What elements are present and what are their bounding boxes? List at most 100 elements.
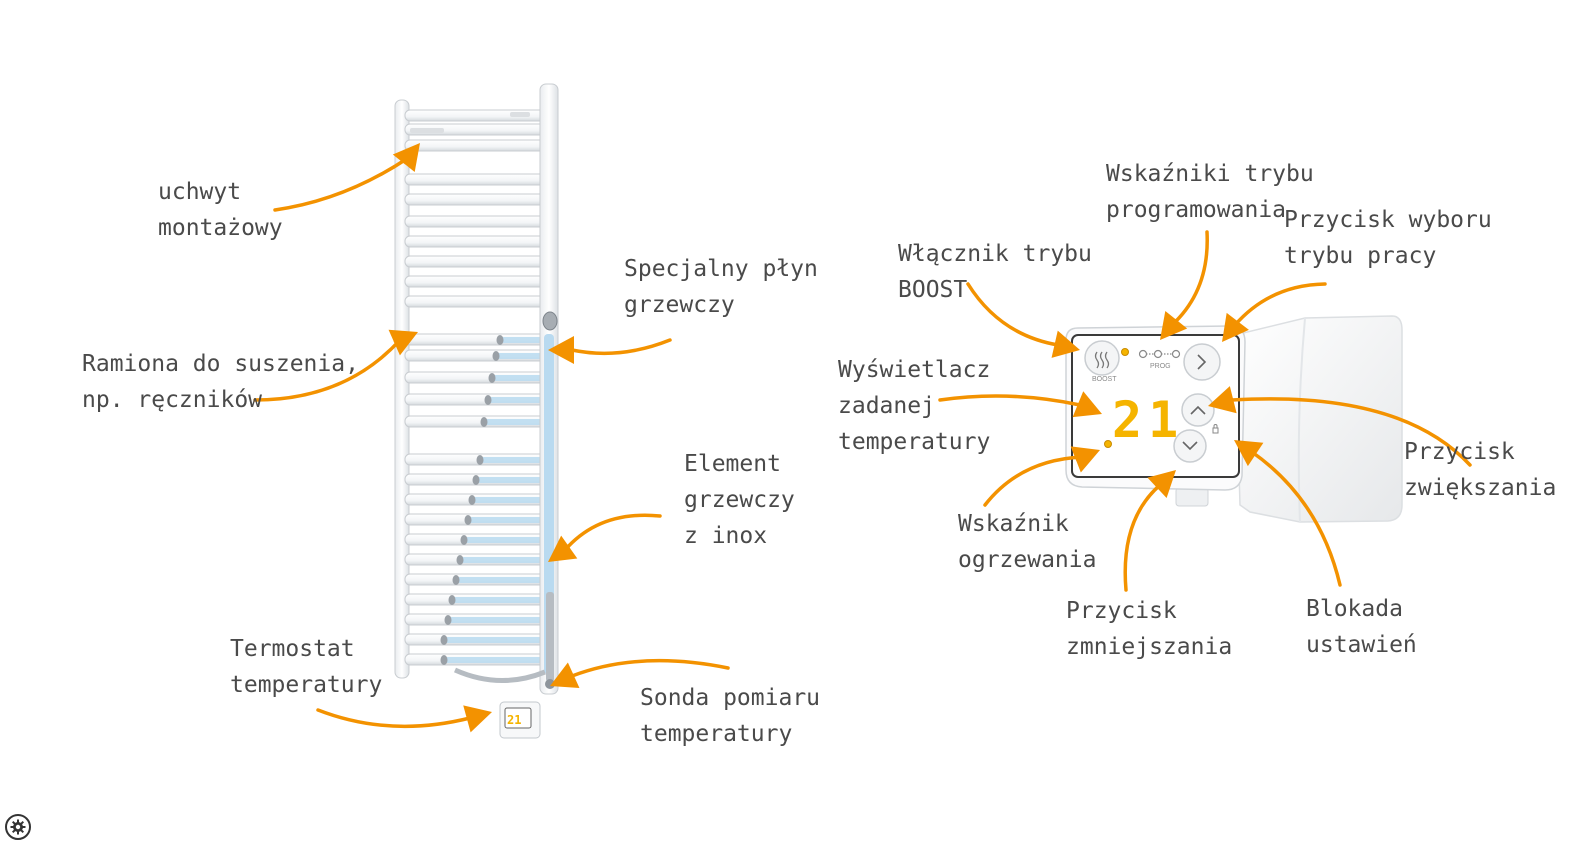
- increase-button[interactable]: [1181, 393, 1215, 427]
- label-decrease-button: Przycisk zmniejszania: [1066, 593, 1232, 665]
- heating-fluid-segment: [484, 419, 545, 425]
- heating-fluid-segment: [500, 337, 545, 343]
- arrow-head: [550, 662, 580, 688]
- label-line: grzewczy: [684, 487, 795, 513]
- heating-element-tip: [448, 595, 456, 605]
- heating-element-tip: [440, 655, 448, 665]
- arrow-mode-button: [1222, 282, 1327, 342]
- label-boost-switch: Włącznik trybu BOOST: [898, 236, 1092, 308]
- arrow-shaft: [983, 455, 1084, 507]
- label-line: grzewczy: [624, 292, 735, 318]
- heating-fluid-segment: [452, 597, 545, 603]
- label-line: z inox: [684, 523, 768, 549]
- arrow-shaft: [570, 338, 672, 356]
- heating-led: [1104, 440, 1112, 448]
- arrow-head: [1222, 312, 1249, 342]
- thermostat-device: BOOST PROG 21: [1065, 315, 1403, 523]
- mounting-bracket: [410, 128, 444, 133]
- radiator-bottom-pipe: [453, 667, 546, 683]
- heating-element-tip: [444, 615, 452, 625]
- label-line: Element: [684, 451, 781, 477]
- arrow-head: [548, 535, 578, 562]
- radiator-left-rail: [394, 99, 410, 679]
- arrow-shaft: [563, 513, 662, 552]
- label-line: Specjalny płyn: [624, 256, 818, 282]
- heat-waves-icon: [1094, 351, 1110, 369]
- label-line: montażowy: [158, 215, 283, 241]
- temperature-probe: [545, 679, 555, 689]
- label-heating-fluid: Specjalny płyn grzewczy: [624, 251, 818, 323]
- label-mounting-bracket: uchwyt montażowy: [158, 174, 283, 246]
- arrow-head: [1051, 330, 1080, 358]
- arrow-shaft: [253, 338, 402, 402]
- heating-element-tip: [468, 495, 476, 505]
- settings-button[interactable]: [5, 814, 31, 840]
- arrow-head: [548, 336, 574, 364]
- heating-element-tip: [472, 475, 480, 485]
- mode-button[interactable]: [1183, 343, 1221, 381]
- label-line: Przycisk: [1066, 598, 1177, 624]
- label-line: Włącznik trybu: [898, 241, 1092, 267]
- lock-icon: [1212, 424, 1219, 434]
- label-line: Blokada: [1306, 596, 1403, 622]
- arrow-set-temp-display: [938, 391, 1102, 418]
- label-line: Sonda pomiaru: [640, 685, 821, 711]
- arrow-shaft: [1230, 397, 1472, 467]
- device-clip: [1175, 487, 1209, 507]
- heating-fluid-segment: [448, 617, 545, 623]
- heating-fluid-segment: [468, 517, 545, 523]
- radiator-bar: [404, 173, 546, 186]
- label-set-temp-display: Wyświetlacz zadanej temperatury: [838, 352, 990, 460]
- label-heating-element: Element grzewczy z inox: [684, 446, 795, 554]
- label-line: uchwyt: [158, 179, 242, 205]
- arrow-thermostat: [316, 705, 492, 733]
- label-line: temperatury: [838, 429, 991, 455]
- gear-icon: [10, 819, 26, 835]
- fluid-cap: [542, 311, 558, 331]
- heating-fluid-segment: [472, 497, 545, 503]
- arrow-heating-fluid: [548, 336, 672, 364]
- arrow-shaft: [1250, 450, 1342, 587]
- label-line: ogrzewania: [958, 547, 1097, 573]
- label-line: Termostat: [230, 636, 355, 662]
- device-housing: [1234, 315, 1403, 523]
- label-line: trybu pracy: [1284, 243, 1437, 269]
- arrow-head: [1147, 470, 1176, 498]
- arrow-heating-indicator: [983, 446, 1100, 507]
- boost-label: BOOST: [1092, 376, 1117, 383]
- label-line: Ramiona do suszenia,: [82, 351, 359, 377]
- heating-fluid-segment: [444, 657, 545, 663]
- heating-element-rod: [546, 592, 554, 682]
- boost-button[interactable]: BOOST: [1084, 340, 1120, 383]
- heating-fluid-segment: [464, 537, 545, 543]
- arrow-mounting-bracket: [273, 143, 420, 212]
- chevron-right-icon: [1197, 354, 1207, 370]
- label-line: zadanej: [838, 393, 935, 419]
- arrow-head: [1160, 310, 1188, 340]
- arrow-shaft: [273, 156, 410, 212]
- arrow-head: [463, 705, 492, 733]
- arrow-head: [1070, 446, 1100, 473]
- label-line: Wskaźniki trybu: [1106, 161, 1314, 187]
- arrow-shaft: [1170, 230, 1209, 327]
- heating-element-tip: [480, 417, 488, 427]
- heating-fluid-segment: [460, 557, 545, 563]
- decrease-button[interactable]: [1173, 429, 1207, 463]
- prog-label: PROG: [1150, 363, 1171, 370]
- heating-fluid-segment: [488, 397, 545, 403]
- heating-fluid-segment: [444, 637, 545, 643]
- arrow-settings-lock: [1234, 440, 1342, 587]
- heating-fluid-segment: [480, 457, 545, 463]
- label-line: Przycisk: [1404, 439, 1515, 465]
- heating-fluid-segment: [496, 353, 545, 359]
- label-drying-arms: Ramiona do suszenia, np. ręczników: [82, 346, 359, 418]
- arrow-head: [392, 143, 420, 173]
- arrow-shaft: [966, 282, 1060, 347]
- label-line: np. ręczników: [82, 387, 263, 413]
- arrow-shaft: [1123, 483, 1162, 592]
- radiator-thermostat-digits: 21: [507, 713, 521, 727]
- label-increase-button: Przycisk zwiększania: [1404, 434, 1556, 506]
- arrow-head: [1072, 391, 1102, 418]
- temperature-display: 21: [1112, 391, 1184, 449]
